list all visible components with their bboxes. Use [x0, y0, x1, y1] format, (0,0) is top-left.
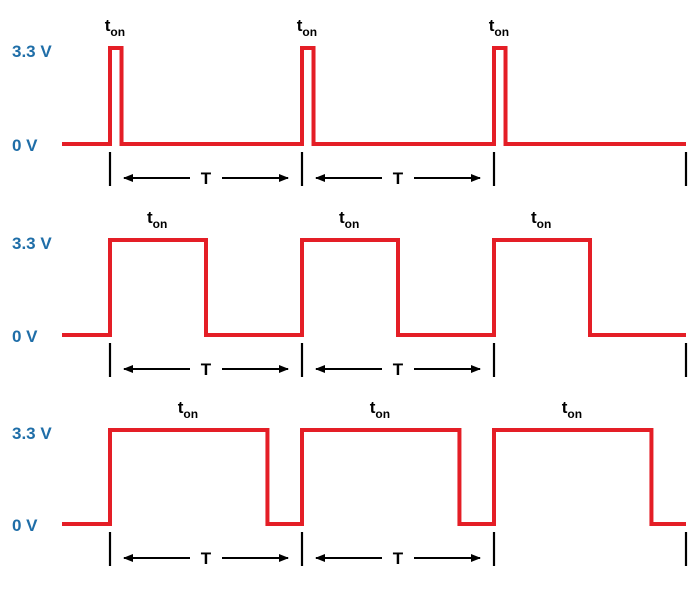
period-label: T — [393, 169, 404, 188]
pulse-width-label: ton — [562, 398, 582, 421]
pulse-width-label: ton — [297, 16, 317, 39]
period-label: T — [201, 169, 212, 188]
signal-trace — [62, 46, 686, 146]
pulse-width-label: ton — [339, 208, 359, 231]
signal-trace — [62, 238, 686, 337]
pulse-width-label: ton — [531, 208, 551, 231]
pulse-width-label: ton — [370, 398, 390, 421]
period-label: T — [393, 360, 404, 379]
period-label: T — [201, 360, 212, 379]
low-voltage-label: 0 V — [12, 516, 38, 535]
high-voltage-label: 3.3 V — [12, 424, 52, 443]
signal-trace — [62, 428, 686, 526]
pulse-width-label: ton — [147, 208, 167, 231]
pulse-width-label: ton — [489, 16, 509, 39]
low-voltage-label: 0 V — [12, 327, 38, 346]
low-voltage-label: 0 V — [12, 136, 38, 155]
high-voltage-label: 3.3 V — [12, 234, 52, 253]
period-label: T — [201, 549, 212, 568]
period-label: T — [393, 549, 404, 568]
pulse-width-label: ton — [105, 16, 125, 39]
pulse-width-label: ton — [178, 398, 198, 421]
high-voltage-label: 3.3 V — [12, 42, 52, 61]
